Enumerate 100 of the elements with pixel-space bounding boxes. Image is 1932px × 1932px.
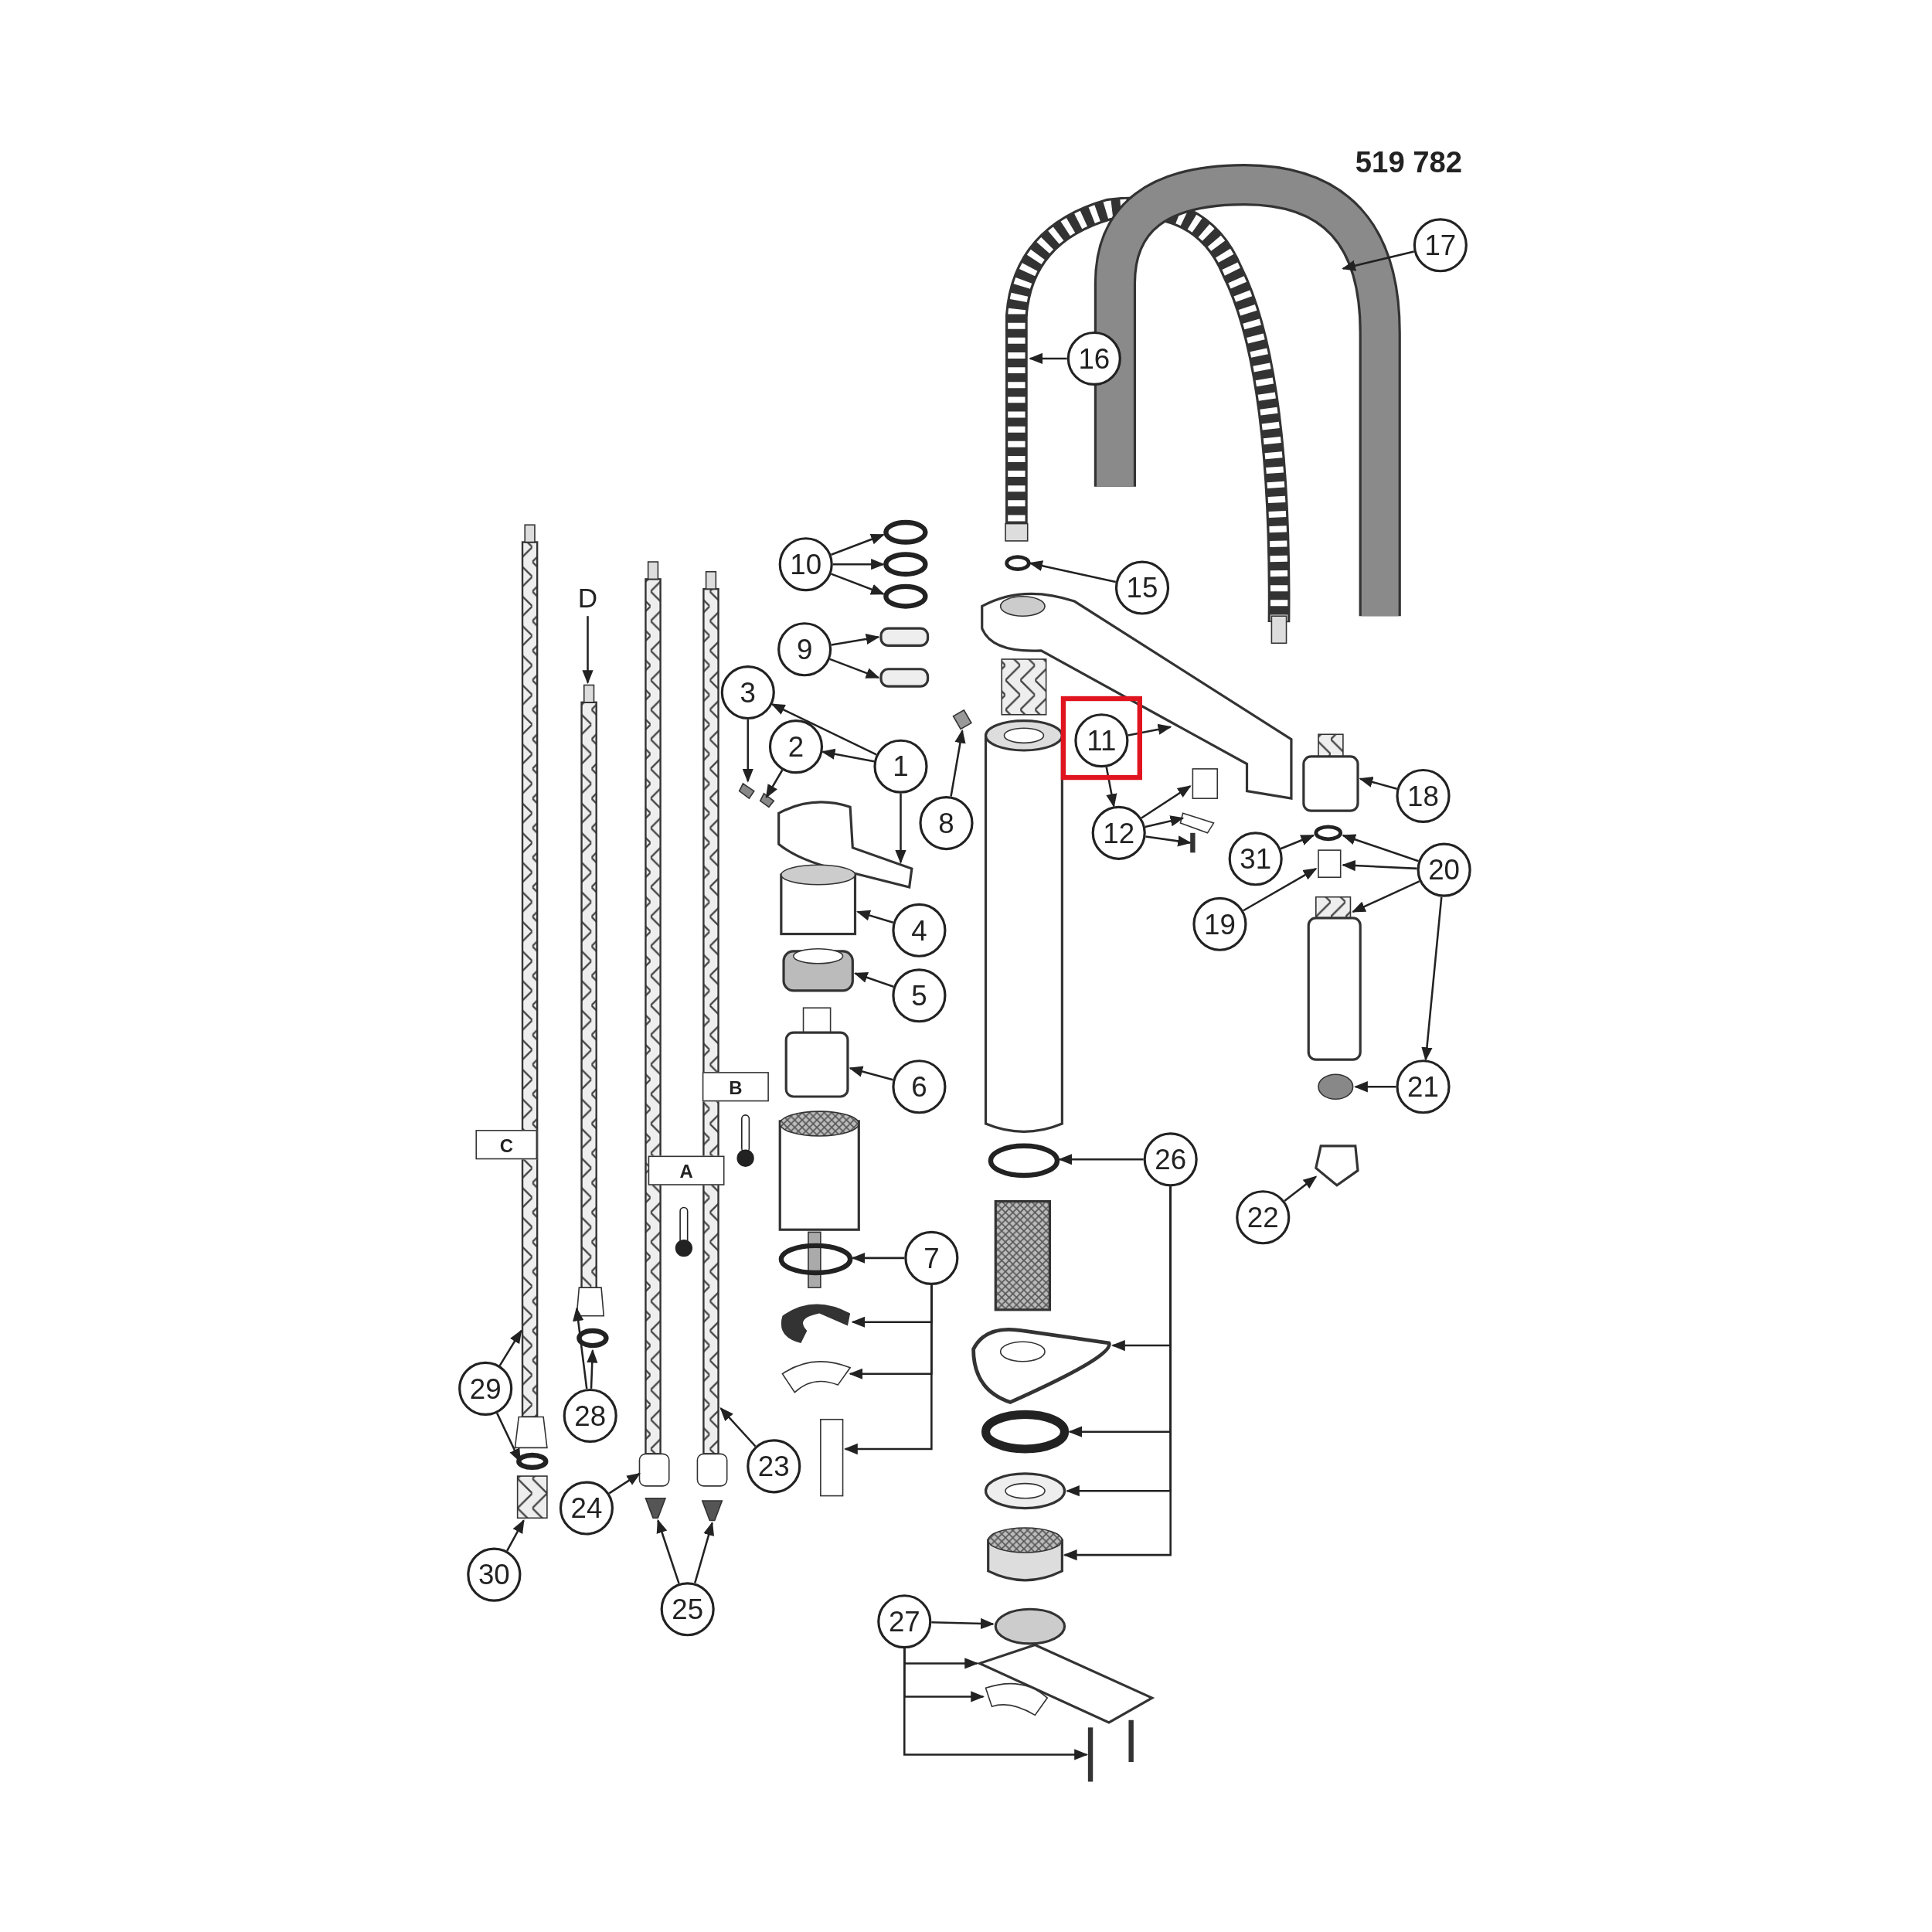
o-ring [577, 1328, 609, 1349]
gasket [971, 1328, 1111, 1404]
washer [1314, 825, 1343, 842]
clip [781, 1361, 851, 1393]
hose-tag: A [648, 1155, 725, 1185]
leader-line [853, 972, 894, 988]
leader-line [856, 910, 894, 923]
callout-number: 22 [1236, 1190, 1291, 1245]
leader-line [1029, 560, 1116, 583]
callout-number: 25 [660, 1582, 715, 1637]
callout-number: 16 [1066, 331, 1121, 386]
callout-number: 17 [1413, 218, 1468, 273]
ring-nut [782, 947, 854, 992]
callout-number: 2 [768, 719, 824, 774]
callout-number: 7 [904, 1230, 959, 1285]
callout-number: 19 [1192, 896, 1247, 951]
leader-line [1063, 1186, 1172, 1561]
supply-hose [514, 524, 548, 1449]
ring [879, 627, 930, 648]
callout-number: 10 [778, 537, 833, 592]
leader-line [831, 633, 880, 646]
leader-line [573, 1307, 588, 1389]
callout-number: 18 [1396, 768, 1451, 824]
leader-line [1145, 815, 1185, 828]
o-ring [516, 1452, 549, 1471]
leader-line [831, 573, 885, 595]
callout-number: 11 [1074, 713, 1129, 768]
diverter-body [1307, 896, 1362, 1061]
supply-hose [696, 571, 728, 1487]
o-ring [1005, 555, 1031, 571]
screw [1190, 832, 1196, 853]
o-ring [883, 519, 928, 545]
filter-cone [701, 1500, 723, 1522]
callout-number: 26 [1143, 1132, 1198, 1187]
leader-line [1280, 834, 1315, 850]
diverter-head [1302, 733, 1359, 812]
o-ring [778, 1243, 853, 1276]
leader-line [1145, 835, 1192, 847]
callout-number: 8 [919, 795, 974, 851]
callout-number: 21 [1396, 1060, 1451, 1114]
hose-tag: C [475, 1130, 538, 1160]
leader-line [1029, 352, 1067, 365]
mounting-plate [976, 1643, 1155, 1724]
leader-line [1342, 834, 1419, 862]
threaded-fitting [516, 1475, 548, 1519]
leader-line [765, 769, 784, 799]
o-ring [988, 1143, 1060, 1179]
leader-line [950, 729, 966, 797]
leader-line [498, 1329, 522, 1366]
leader-line [694, 1521, 714, 1583]
plate [1179, 812, 1215, 834]
nut [994, 1607, 1066, 1645]
callout-number: 1 [873, 739, 928, 794]
screw [1087, 1727, 1094, 1782]
o-ring [883, 583, 928, 609]
leader-line [1342, 859, 1417, 872]
leader-line [1352, 880, 1420, 913]
retaining-clip [781, 1304, 851, 1343]
pin [820, 1418, 844, 1497]
leader-line [831, 533, 885, 556]
cartridge [784, 1007, 849, 1098]
leader-line [1058, 1154, 1144, 1165]
washer [984, 1472, 1066, 1510]
end-cap [1318, 1073, 1354, 1100]
leader-line [903, 1648, 1089, 1760]
leader-line [608, 1472, 641, 1495]
callout-number: 4 [892, 903, 947, 957]
leader-line [1284, 1175, 1318, 1202]
leader-line [505, 1519, 525, 1552]
callout-number: 9 [777, 622, 832, 677]
leader-line [849, 1066, 893, 1081]
callout-number: 31 [1228, 832, 1283, 886]
leader-line [770, 703, 877, 756]
callout-number: 29 [458, 1361, 513, 1416]
leader-line [1354, 1081, 1396, 1093]
callout-number: 5 [892, 968, 947, 1023]
leader-line [851, 1252, 905, 1264]
leader-line [821, 748, 875, 763]
callout-letter: D [574, 581, 602, 617]
callout-number: 28 [563, 1388, 617, 1444]
supply-hose [576, 684, 605, 1317]
pull-out-hose [1005, 314, 1029, 542]
hose-fitting [638, 1453, 670, 1487]
leader-line [843, 1284, 933, 1455]
leader-line [1141, 785, 1192, 819]
hose-tag: B [702, 1072, 769, 1102]
leader-line [931, 1617, 995, 1630]
leader-line [895, 793, 906, 864]
callout-number: 6 [892, 1060, 947, 1114]
o-ring [883, 552, 928, 577]
block [1192, 768, 1219, 799]
seal-ring [981, 1410, 1070, 1454]
insert [1318, 849, 1342, 878]
clamp [985, 1682, 1049, 1716]
callout-number: 12 [1091, 805, 1146, 860]
leader-line [582, 616, 594, 685]
leader-line [1128, 723, 1172, 736]
leader-line [1342, 250, 1415, 271]
part-number: 519 782 [1355, 145, 1463, 180]
leader-line [1243, 867, 1318, 912]
